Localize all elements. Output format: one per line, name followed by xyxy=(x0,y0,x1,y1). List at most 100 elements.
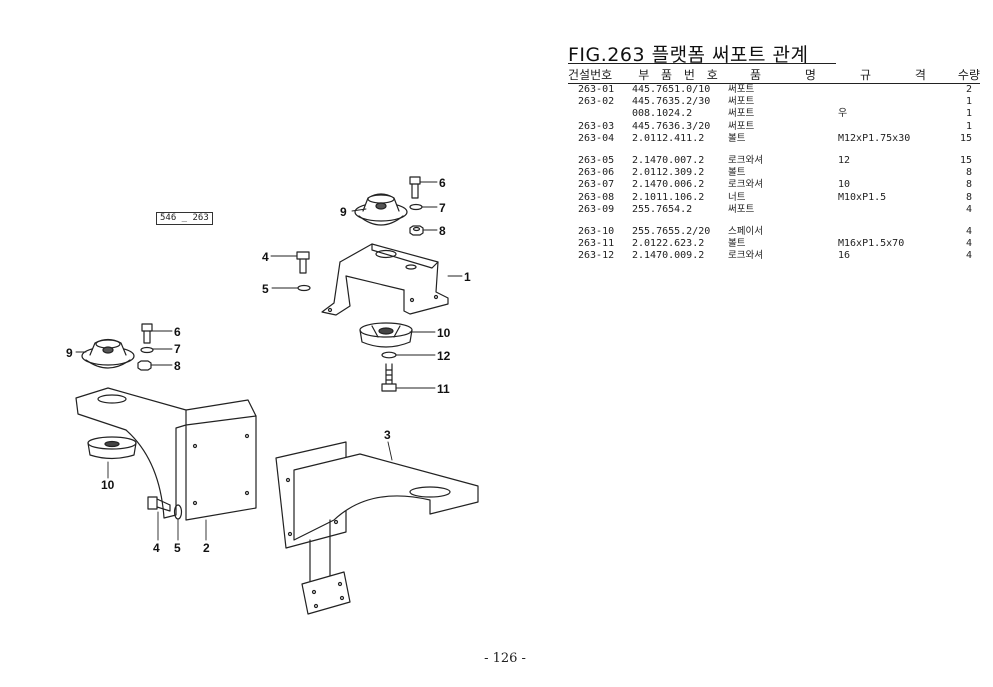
upper-rubber-mount xyxy=(354,193,408,226)
leader-lines xyxy=(75,181,463,541)
callout-7-upper: 7 xyxy=(439,201,446,215)
callout-11: 11 xyxy=(437,382,450,396)
cell-item-number: 263-07 xyxy=(578,179,615,191)
cell-item-number: 263-06 xyxy=(578,167,615,179)
cell-specification: M16xP1.5x70 xyxy=(838,238,905,250)
table-header-row: 건설번호 부 품 번 호 품 명 규 격 수량 xyxy=(568,66,980,84)
callout-8-upper: 8 xyxy=(439,224,446,238)
cell-part-name: 써포트 xyxy=(728,120,755,132)
callout-10-left: 10 xyxy=(101,478,115,492)
cell-part-name: 볼트 xyxy=(728,132,746,144)
cell-part-name: 써포트 xyxy=(728,203,755,215)
cell-part-name: 볼트 xyxy=(728,167,746,179)
side-bolt xyxy=(296,251,310,274)
header-part-name: 품 명 xyxy=(728,66,838,84)
cell-quantity: 1 xyxy=(965,96,972,108)
callout-12: 12 xyxy=(437,349,451,363)
cell-part-name: 볼트 xyxy=(728,238,746,250)
callout-9-left: 9 xyxy=(66,346,73,360)
cell-specification: 12 xyxy=(838,155,851,167)
cell-quantity: 4 xyxy=(965,250,972,262)
callout-4-left: 4 xyxy=(153,541,160,555)
cell-item-number: 263-05 xyxy=(578,155,615,167)
cell-part-number: 2.1011.106.2 xyxy=(632,191,705,203)
callout-7-left: 7 xyxy=(174,342,181,356)
cell-part-name: 로크와셔 xyxy=(728,155,763,167)
callout-2: 2 xyxy=(203,541,210,555)
header-quantity: 수량 xyxy=(948,66,980,84)
cell-part-name: 써포트 xyxy=(728,96,755,108)
header-item-number: 건설번호 xyxy=(568,66,632,84)
cell-quantity: 1 xyxy=(965,108,972,120)
cell-part-number: 255.7654.2 xyxy=(632,203,693,215)
cell-quantity: 2 xyxy=(965,84,972,96)
cell-part-number: 445.7635.2/30 xyxy=(632,96,711,108)
cell-specification: 10 xyxy=(838,179,851,191)
cell-quantity: 4 xyxy=(965,225,972,237)
support-arm-left xyxy=(75,387,257,521)
cell-quantity: 4 xyxy=(965,203,972,215)
cell-item-number: 263-03 xyxy=(578,120,615,132)
table-row: 263-11 2.0122.623.2 볼트 M16xP1.5x70 4 xyxy=(568,238,980,250)
left-rubber-mount xyxy=(81,338,135,369)
cell-part-number: 2.1470.006.2 xyxy=(632,179,705,191)
cell-part-number: 2.0122.623.2 xyxy=(632,238,705,250)
cell-item-number: 263-09 xyxy=(578,203,615,215)
left-side-washer xyxy=(173,504,183,520)
cell-specification: 16 xyxy=(838,250,851,262)
left-nut xyxy=(137,360,152,371)
upper-lock-washer xyxy=(409,203,423,211)
cell-quantity: 8 xyxy=(965,191,972,203)
cell-quantity: 8 xyxy=(965,179,972,191)
cell-part-name: 로크와셔 xyxy=(728,179,763,191)
cell-item-number: 263-01 xyxy=(578,84,615,96)
cell-part-name: 써포트 xyxy=(728,108,755,120)
callout-5-left: 5 xyxy=(174,541,181,555)
callout-1: 1 xyxy=(464,270,471,284)
page-number: - 126 - xyxy=(484,651,526,666)
cell-quantity: 4 xyxy=(965,238,972,250)
callout-6-left: 6 xyxy=(174,325,181,339)
callout-10-upper: 10 xyxy=(437,326,451,340)
cell-part-number: 2.0112.309.2 xyxy=(632,167,705,179)
cell-item-number: 263-11 xyxy=(578,238,615,250)
header-specification: 규 격 xyxy=(838,66,948,84)
cell-part-number: 445.7651.0/10 xyxy=(632,84,711,96)
cell-part-number: 255.7655.2/20 xyxy=(632,225,711,237)
spacer-washer xyxy=(381,351,397,359)
support-arm-right xyxy=(275,441,479,615)
table-row: 263-09 255.7654.2 써포트 4 xyxy=(568,204,980,216)
cell-specification: 우 xyxy=(838,108,848,120)
cell-part-name: 써포트 xyxy=(728,84,755,96)
figure-title: FIG.263 플랫폼 써포트 관계 xyxy=(568,44,809,66)
upper-bolt xyxy=(409,176,421,199)
cell-part-name: 너트 xyxy=(728,191,746,203)
left-side-bolt xyxy=(147,496,171,512)
parts-table: 건설번호 부 품 번 호 품 명 규 격 수량 263-01 445.7651.0… xyxy=(568,66,980,262)
table-row: 263-07 2.1470.006.2 로크와셔 10 8 xyxy=(568,179,980,191)
callout-3: 3 xyxy=(384,428,391,442)
callout-8-left: 8 xyxy=(174,359,181,373)
callout-6-upper: 6 xyxy=(439,176,446,190)
cell-quantity: 15 xyxy=(959,132,972,144)
left-bolt xyxy=(141,323,153,344)
reference-tag: 546 _ 263 xyxy=(156,212,213,225)
cell-specification: M12xP1.75x30 xyxy=(838,132,911,144)
cell-quantity: 1 xyxy=(965,120,972,132)
cell-part-number: 2.0112.411.2 xyxy=(632,132,705,144)
cell-part-number: 2.1470.009.2 xyxy=(632,250,705,262)
spacer xyxy=(359,322,413,348)
left-spacer xyxy=(87,436,137,460)
long-bolt xyxy=(381,363,397,392)
side-washer xyxy=(297,284,311,292)
cell-part-name: 로크와셔 xyxy=(728,250,763,262)
